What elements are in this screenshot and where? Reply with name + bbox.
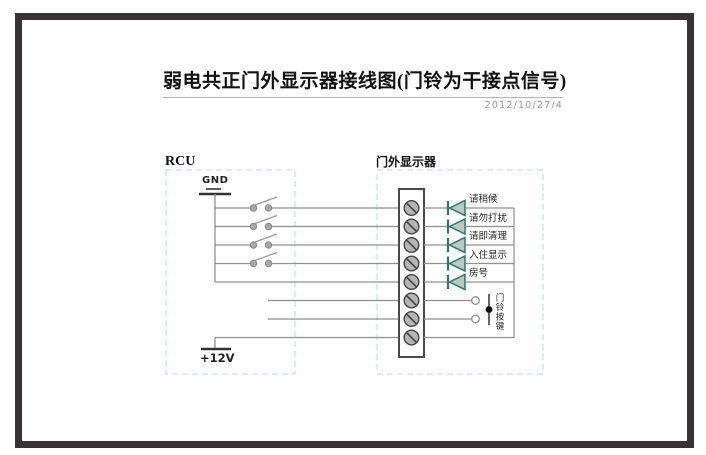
led-label-2: 请勿打扰 (469, 212, 508, 224)
page-frame (15, 13, 694, 448)
led-symbols (446, 199, 466, 291)
terminal-screw-1 (403, 199, 420, 216)
switch-2 (249, 214, 278, 231)
terminal-screw-7 (403, 311, 420, 328)
display-dashed-box (376, 169, 544, 375)
led-label-5: 房号 (469, 268, 489, 279)
terminal-screws (403, 199, 420, 346)
power-12v-symbol (201, 337, 231, 351)
led-icon-2 (446, 217, 466, 236)
terminal-screw-8 (403, 329, 420, 346)
terminal-screw-3 (403, 236, 420, 253)
led-label-1: 请稍候 (469, 194, 498, 205)
page-title: 弱电共正门外显示器接线图(门铃为干接点信号) (163, 71, 567, 92)
led-icon-1 (446, 199, 466, 217)
gnd-label: GND (202, 175, 229, 186)
date-label: 2012/10/27/4 (484, 100, 563, 111)
gnd-symbol (199, 188, 231, 196)
led-icon-4 (446, 254, 466, 273)
terminal-screw-5 (403, 274, 420, 291)
display-section-label: 门外显示器 (376, 155, 437, 169)
terminal-screw-6 (403, 292, 420, 309)
title-rule (163, 97, 563, 98)
terminal-block (398, 188, 425, 358)
right-wires (424, 207, 515, 339)
led-label-4: 入住显示 (469, 249, 508, 261)
switch-1 (249, 196, 278, 212)
terminal-screw-4 (403, 255, 420, 272)
left-wires (215, 207, 399, 339)
switch-3 (249, 233, 278, 249)
led-label-3: 请即清理 (469, 231, 508, 242)
power-12v-label: +12V (200, 351, 235, 365)
rcu-switches (249, 196, 278, 268)
doorbell-button-label: 门铃按键 (494, 293, 504, 331)
switch-4 (249, 251, 278, 268)
rcu-section-label: RCU (165, 154, 196, 169)
terminal-screw-2 (403, 218, 420, 235)
led-icon-3 (446, 236, 466, 254)
doorbell-button-symbol (471, 294, 493, 325)
led-icon-5 (446, 273, 466, 291)
rcu-dashed-box (165, 169, 296, 375)
